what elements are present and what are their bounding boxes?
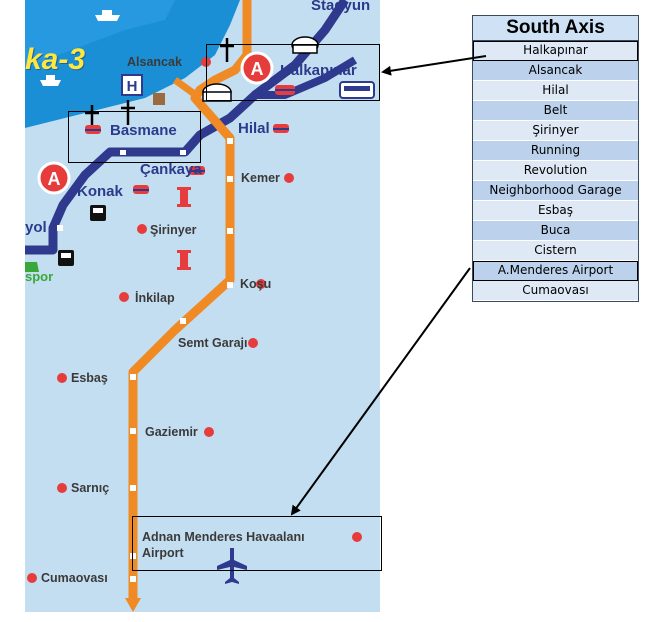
bus-icon [58, 205, 106, 266]
label-halkapinar: Halkapınar [280, 62, 357, 79]
table-row: Neighborhood Garage [473, 181, 638, 201]
highlight-box-airport [132, 516, 382, 571]
orange-spur [172, 77, 203, 101]
label-gaziemir: Gaziemir [145, 425, 198, 439]
label-yol: yol [25, 219, 47, 236]
table-header: South Axis [473, 16, 638, 41]
column-icon [177, 187, 191, 270]
bus-icon [339, 81, 375, 99]
station-logo-icons [27, 57, 362, 583]
label-airport-en: Airport [142, 546, 184, 560]
label-hilal: Hilal [238, 120, 270, 137]
label-spor: spor [25, 269, 54, 284]
table-row: Cumaovası [473, 281, 638, 301]
table-row: Alsancak [473, 61, 638, 81]
table-row-halkapinar: Halkapınar [473, 41, 638, 61]
park-area [25, 262, 39, 272]
svg-text:A: A [48, 169, 61, 189]
sea-highlight [25, 0, 175, 70]
map-drawing: A A H [25, 0, 375, 612]
arrow-halkapinar [381, 55, 487, 76]
table-row: Buca [473, 221, 638, 241]
blue-branch-line [255, 56, 358, 99]
label-sirinyer: Şirinyer [150, 223, 197, 237]
south-axis-table: South Axis Halkapınar Alsancak Hilal Bel… [472, 15, 639, 302]
label-airport-tr: Adnan Menderes Havaalanı [142, 530, 305, 544]
table-row: Revolution [473, 161, 638, 181]
metro-a-icon: A [37, 161, 71, 195]
label-kemer: Kemer [241, 171, 280, 185]
label-kosu: Koşu [240, 277, 272, 291]
label-basmane: Basmane [110, 122, 177, 139]
map-title-fragment: ka-3 [25, 43, 86, 76]
cross-icon [85, 38, 234, 128]
table-row: Running [473, 141, 638, 161]
table-row-airport: A.Menderes Airport [473, 261, 638, 281]
table-row: Şirinyer [473, 121, 638, 141]
metro-a-icon: A [240, 51, 274, 85]
label-sarnic: Sarnıç [71, 481, 110, 495]
svg-text:H: H [127, 78, 138, 95]
label-semt-garaji: Semt Garajı [178, 336, 248, 350]
table-row: Hilal [473, 81, 638, 101]
table-row: Cistern [473, 241, 638, 261]
hospital-icon: H [121, 74, 143, 96]
label-konak: Konak [77, 183, 123, 200]
label-alsancak: Alsancak [127, 55, 182, 69]
label-cumaovasi: Cumaovası [41, 571, 108, 585]
label-inkilap: İnkilap [135, 291, 175, 305]
label-stadyum: Stadyun [311, 0, 371, 14]
train-icon [85, 85, 295, 194]
label-esbas: Esbaş [71, 371, 108, 385]
ship-icon [40, 10, 120, 86]
table-row: Esbaş [473, 201, 638, 221]
table-row: Belt [473, 101, 638, 121]
highlight-box-basmane [68, 111, 201, 163]
line-arrow-end [125, 598, 141, 612]
airplane-icon [217, 548, 247, 584]
svg-text:A: A [251, 59, 264, 79]
highlight-box-halkapinar [206, 44, 380, 101]
stadium-icon [202, 36, 319, 102]
building-icon [153, 93, 165, 105]
station-markers [57, 138, 233, 582]
label-cankaya: Çankaya [140, 161, 202, 178]
